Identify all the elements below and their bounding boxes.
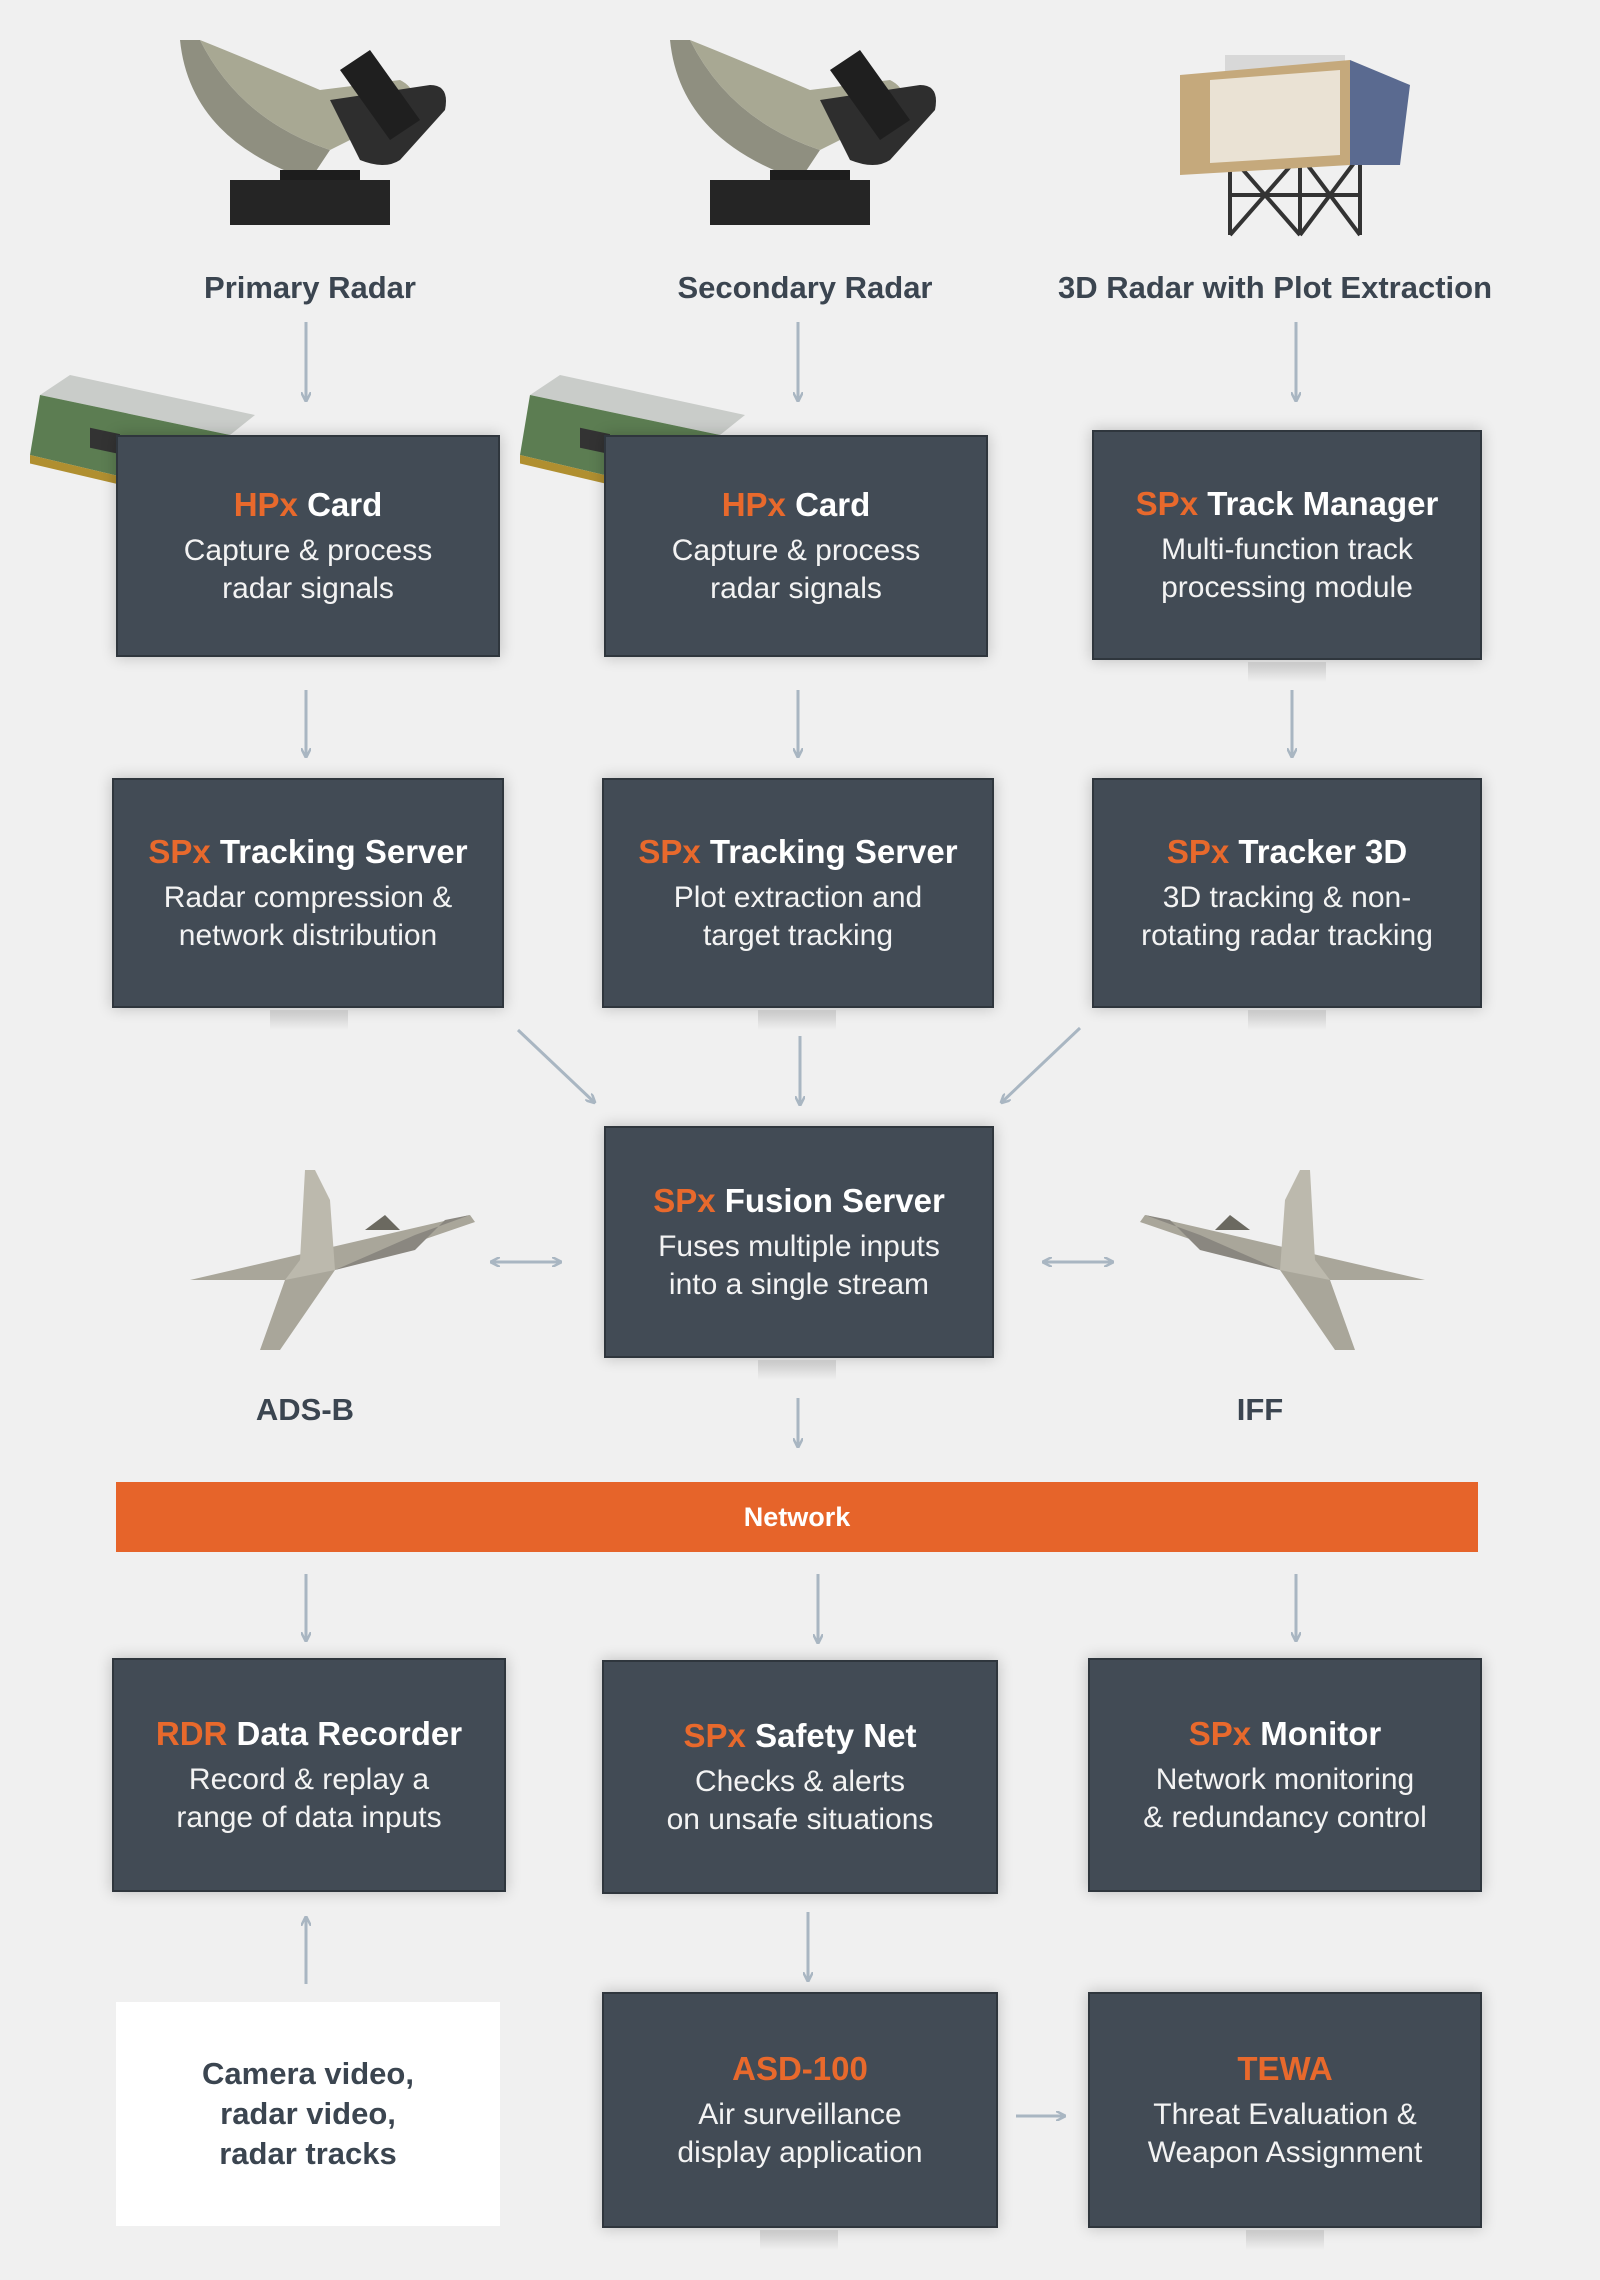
box-title: HPx Card [233, 486, 383, 523]
box-title: RDR Data Recorder [155, 1715, 463, 1752]
box-title: HPx Card [721, 486, 871, 523]
network-bar: Network [116, 1482, 1478, 1552]
box-title: SPx Track Manager [1135, 485, 1439, 522]
box-title: SPx Monitor [1188, 1715, 1382, 1752]
primary-radar-image [180, 40, 446, 225]
box-shadow [758, 1010, 836, 1030]
tracking-server-box-1: SPx Tracking Server Radar compression &n… [112, 778, 504, 1008]
box-shadow [760, 2230, 838, 2250]
box-desc: Radar compression &network distribution [163, 881, 453, 952]
box-shadow [1246, 2230, 1324, 2250]
secondary-radar-image [670, 40, 936, 225]
secondary-radar-label: Secondary Radar [677, 270, 933, 305]
box-desc: 3D tracking & non-rotating radar trackin… [1141, 881, 1433, 952]
box-title: SPx Safety Net [683, 1717, 917, 1754]
iff-label: IFF [1236, 1392, 1284, 1427]
adsb-aircraft-image [190, 1170, 475, 1350]
box-shadow [758, 1360, 836, 1380]
iff-aircraft-image [1140, 1170, 1425, 1350]
box-title: ASD-100 [732, 2050, 868, 2087]
box-shadow [1248, 662, 1326, 682]
box-shadow [1248, 1010, 1326, 1030]
monitor-box: SPx Monitor Network monitoring& redundan… [1088, 1658, 1482, 1892]
box-desc: Threat Evaluation &Weapon Assignment [1147, 2098, 1423, 2169]
box-title: SPx Tracking Server [148, 833, 468, 870]
camera-inputs-box: Camera video,radar video,radar tracks [116, 2002, 500, 2226]
primary-radar-label: Primary Radar [204, 270, 416, 305]
box-title: SPx Tracking Server [638, 833, 958, 870]
box-desc: Network monitoring& redundancy control [1143, 1763, 1427, 1834]
3d-radar-image [1180, 55, 1410, 237]
arrow [516, 1028, 594, 1102]
box-shadow [270, 1010, 348, 1030]
tewa-box: TEWA Threat Evaluation &Weapon Assignmen… [1088, 1992, 1482, 2228]
arrow [1002, 1026, 1082, 1102]
3d-radar-label: 3D Radar with Plot Extraction [1057, 270, 1493, 305]
box-title: TEWA [1237, 2050, 1333, 2087]
box-title: SPx Tracker 3D [1166, 833, 1408, 870]
box-title: SPx Fusion Server [653, 1182, 945, 1219]
adsb-label: ADS-B [255, 1392, 355, 1427]
tracker-3d-box: SPx Tracker 3D 3D tracking & non-rotatin… [1092, 778, 1482, 1008]
